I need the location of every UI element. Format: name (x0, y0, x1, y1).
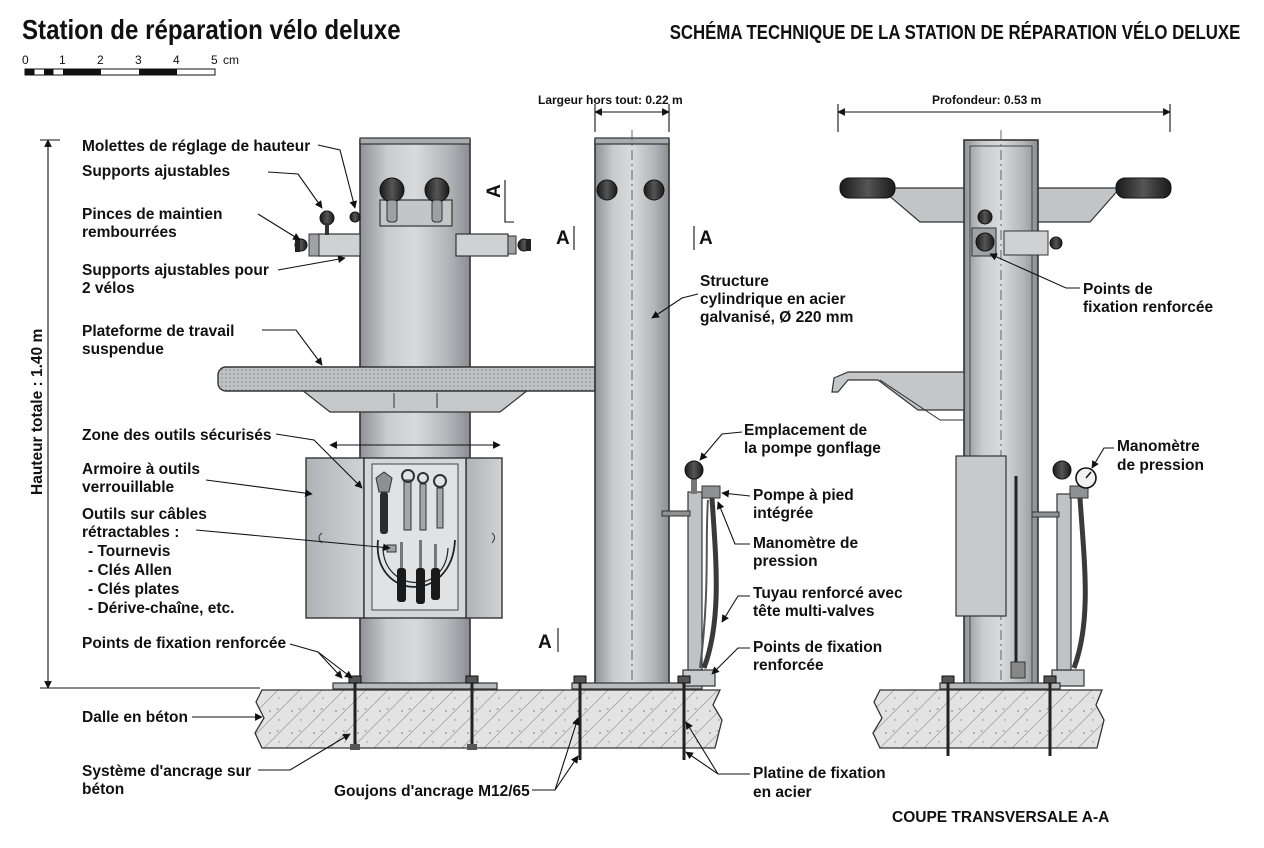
scale-unit: cm (223, 53, 239, 67)
scale-tick-0: 0 (22, 53, 29, 67)
label-mano-right-1: Manomètre (1117, 438, 1200, 455)
label-fixation-mid-1: Points de fixation (753, 639, 882, 656)
label-depth: Profondeur: 0.53 m (932, 93, 1041, 107)
label-outils-5: - Clés plates (88, 581, 179, 598)
scale-tick-1: 1 (59, 53, 66, 67)
label-plateforme-2: suspendue (82, 341, 164, 358)
section-mark-left: A (556, 228, 570, 249)
middle-callouts: Structure cylindrique en acier galvanisé… (538, 93, 1041, 675)
left-callouts: Molettes de réglage de hauteur Supports … (82, 138, 391, 798)
section-mark-top: A (484, 184, 505, 198)
label-structure-2: cylindrique en acier (700, 291, 846, 308)
cross-section-view (831, 104, 1172, 756)
label-supports2-2: 2 vélos (82, 280, 135, 297)
page-title: Station de réparation vélo deluxe (22, 14, 401, 45)
label-pompe-pied-1: Pompe à pied (753, 487, 854, 504)
section-mark-bottom: A (538, 632, 552, 653)
label-mano-mid-2: pression (753, 553, 818, 570)
label-fixation-left: Points de fixation renforcée (82, 635, 287, 652)
scale-tick-4: 4 (173, 53, 180, 67)
label-outils-6: - Dérive-chaîne, etc. (88, 600, 234, 617)
label-mano-right-2: de pression (1117, 457, 1204, 474)
section-marks: A A A A (484, 180, 713, 653)
scale-tick-3: 3 (135, 53, 142, 67)
label-armoire-2: verrouillable (82, 479, 175, 496)
label-pinces-2: rembourrées (82, 224, 177, 241)
concrete-slab-main (254, 689, 723, 749)
front-view (217, 137, 609, 750)
label-mano-mid-1: Manomètre de (753, 535, 858, 552)
label-ancrage-1: Système d'ancrage sur (82, 763, 251, 780)
label-dalle: Dalle en béton (82, 709, 188, 726)
label-fixation-right-1: Points de (1083, 281, 1153, 298)
label-fixation-mid-2: renforcée (753, 657, 824, 674)
scale-tick-2: 2 (97, 53, 104, 67)
height-label: Hauteur totale : 1.40 m (29, 329, 46, 495)
label-outils-2: rétractables : (82, 524, 179, 541)
label-supports: Supports ajustables (82, 163, 230, 180)
label-tuyau-2: tête multi-valves (753, 603, 874, 620)
label-outils-4: - Clés Allen (88, 562, 172, 579)
label-structure-3: galvanisé, Ø 220 mm (700, 309, 853, 326)
label-armoire-1: Armoire à outils (82, 461, 200, 478)
label-ancrage-2: béton (82, 781, 124, 798)
label-pompe-emp-1: Emplacement de (744, 422, 868, 439)
label-molettes: Molettes de réglage de hauteur (82, 138, 310, 155)
label-platine-2: en acier (753, 784, 812, 801)
label-zone: Zone des outils sécurisés (82, 427, 272, 444)
section-mark-right: A (699, 228, 713, 249)
label-tuyau-1: Tuyau renforcé avec (753, 585, 903, 602)
drawing-subtitle: SCHÉMA TECHNIQUE DE LA STATION DE RÉPARA… (669, 22, 1240, 44)
label-plateforme-1: Plateforme de travail (82, 323, 234, 340)
label-outils-3: - Tournevis (88, 543, 170, 560)
label-structure-1: Structure (700, 273, 769, 290)
height-dimension: Hauteur totale : 1.40 m (29, 139, 260, 689)
section-title: COUPE TRANSVERSALE A-A (892, 809, 1109, 826)
side-view (571, 104, 721, 760)
label-pompe-emp-2: la pompe gonflage (744, 440, 881, 457)
concrete-slab-section (872, 689, 1105, 749)
label-pinces-1: Pinces de maintien (82, 206, 222, 223)
scale-bar: 0 1 2 3 4 5 cm (22, 53, 239, 76)
label-outils-1: Outils sur câbles (82, 506, 207, 523)
label-fixation-right-2: fixation renforcée (1083, 299, 1213, 316)
right-callouts: Points de fixation renforcée Manomètre d… (989, 253, 1213, 474)
label-supports2-1: Supports ajustables pour (82, 262, 269, 279)
bottom-callouts: Goujons d'ancrage M12/65 Platine de fixa… (334, 717, 1109, 826)
label-platine-1: Platine de fixation (753, 765, 886, 782)
scale-tick-5: 5 (211, 53, 218, 67)
label-goujons: Goujons d'ancrage M12/65 (334, 783, 530, 800)
label-width: Largeur hors tout: 0.22 m (538, 93, 683, 107)
label-pompe-pied-2: intégrée (753, 505, 814, 522)
